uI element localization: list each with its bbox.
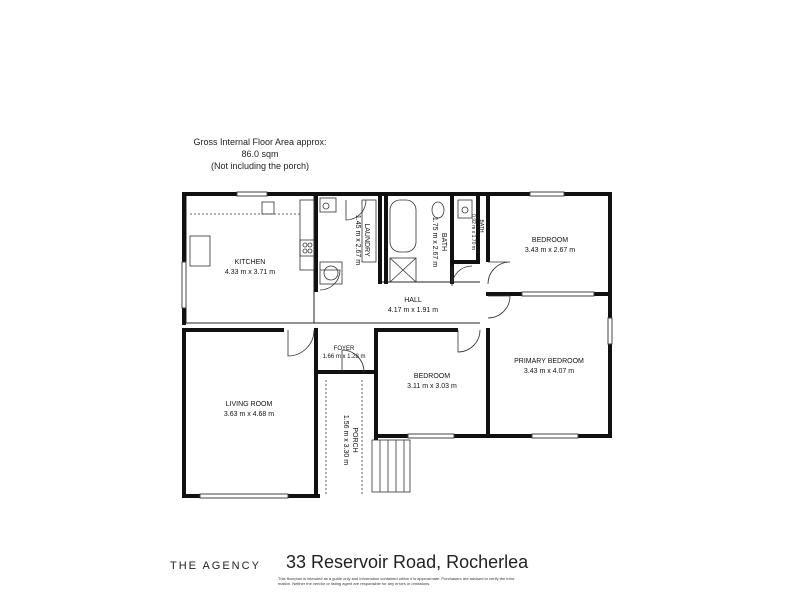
disclaimer-line-2: mation. Neither the vendor or listing ag…: [278, 581, 431, 586]
living-room-dims: 3.63 m x 4.68 m: [224, 411, 274, 418]
floor-area-note: Gross Internal Floor Area approx: 86.0 s…: [160, 136, 360, 172]
living-room-label: LIVING ROOM: [226, 401, 273, 408]
small-bath-label: BATH: [478, 220, 484, 233]
small-bath-dims: 0.92 m x 1.70 m: [470, 214, 476, 250]
primary-bedroom-label: PRIMARY BEDROOM: [514, 358, 584, 365]
kitchen-dims: 4.33 m x 3.71 m: [225, 269, 275, 276]
disclaimer-line-1: This floorplan is intended as a guide on…: [278, 576, 516, 581]
laundry-dims: 1.45 m x 2.67 m: [354, 215, 361, 265]
bedroom-mid-dims: 3.11 m x 3.03 m: [407, 383, 457, 390]
bedroom-mid-label: BEDROOM: [414, 373, 450, 380]
kitchen-fixtures: [189, 199, 343, 285]
porch-steps: [325, 380, 411, 494]
windows: [181, 191, 613, 499]
porch-dims: 1.56 m x 3.30 m: [342, 415, 349, 465]
hall-dims: 4.17 m x 1.91 m: [388, 307, 438, 314]
primary-bedroom-dims: 3.43 m x 4.07 m: [524, 368, 574, 375]
property-address: 33 Reservoir Road, Rocherlea: [286, 552, 529, 572]
floor-area-value: 86.0 sqm: [241, 149, 279, 159]
porch-label: PORCH: [351, 427, 358, 452]
bedroom-top-dims: 3.43 m x 2.67 m: [525, 247, 575, 254]
footer: THE AGENCY 33 Reservoir Road, Rocherlea …: [0, 548, 800, 600]
door-swings: [287, 199, 511, 373]
bath-label: BATH: [440, 233, 447, 251]
bedroom-top-label: BEDROOM: [532, 237, 568, 244]
bath-dims: 1.75 m x 2.67 m: [431, 217, 438, 267]
bath-fixtures: [389, 199, 473, 283]
laundry-label: LAUNDRY: [363, 223, 370, 257]
agency-logo: THE AGENCY: [170, 560, 261, 572]
disclaimer: This floorplan is intended as a guide on…: [278, 576, 578, 586]
walls: [182, 192, 612, 498]
kitchen-label: KITCHEN: [235, 259, 266, 266]
laundry-fixtures: [319, 197, 377, 263]
foyer-dims: 1.66 m x 1.28 m: [322, 354, 365, 360]
floor-area-label: Gross Internal Floor Area approx:: [193, 137, 327, 147]
foyer-label: FOYER: [334, 346, 355, 352]
hall-label: HALL: [404, 297, 422, 304]
floor-area-exclusion: (Not including the porch): [210, 161, 310, 171]
